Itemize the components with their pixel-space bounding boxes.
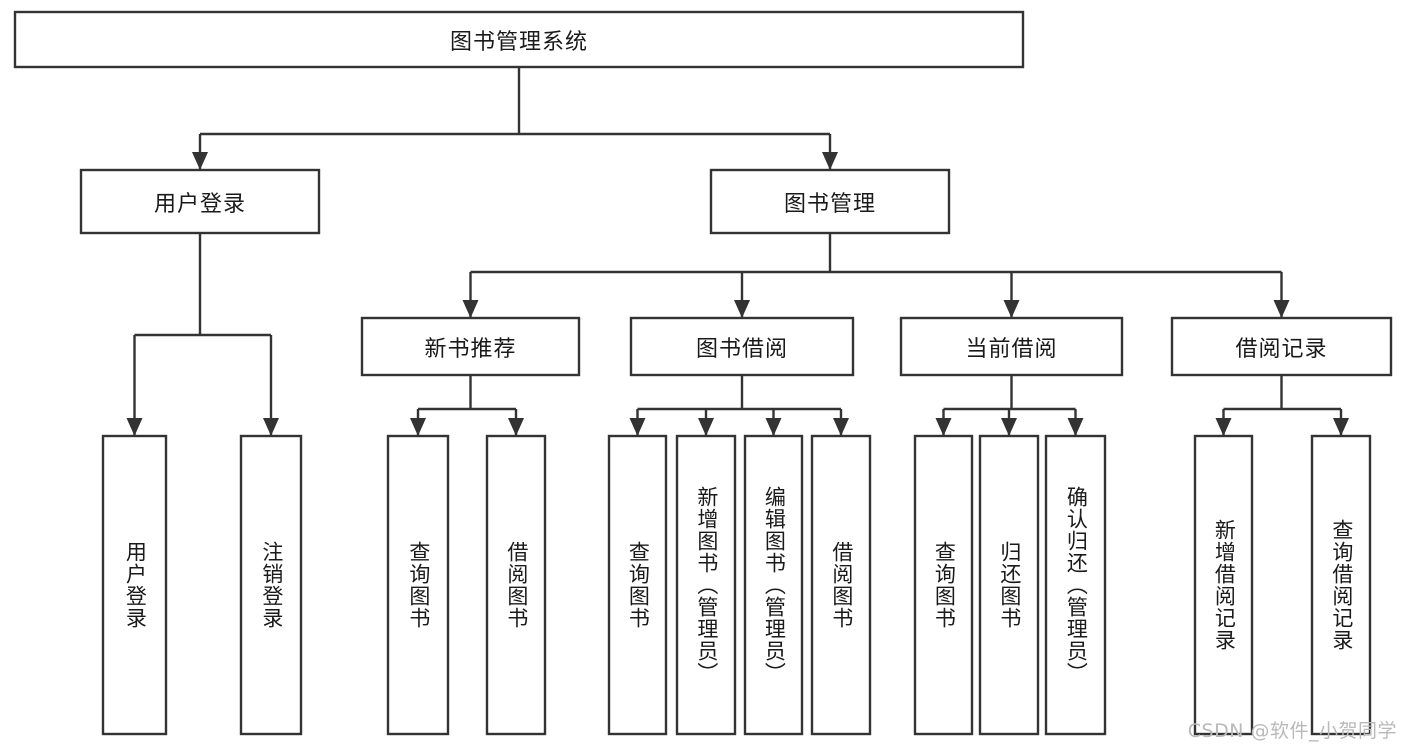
node-box-l3-newbook[interactable] [360, 316, 581, 377]
node-box-l4-user-login[interactable] [101, 434, 168, 736]
node-box-l4-user-logout[interactable] [239, 434, 303, 736]
arrow-head-icon [1333, 418, 1349, 436]
node-box-l4-new-query[interactable] [386, 434, 450, 736]
arrow-head-icon [263, 418, 279, 436]
node-box-l4-cur-confirm[interactable] [1044, 434, 1107, 736]
arrow-head-icon [629, 418, 646, 436]
arrow-head-icon [1067, 418, 1084, 436]
arrow-head-icon [833, 418, 849, 436]
node-box-l4-bor-edit[interactable] [743, 434, 804, 736]
arrow-head-icon [462, 300, 479, 318]
node-box-l4-rec-add[interactable] [1193, 434, 1254, 736]
boxes-layer [13, 10, 1393, 736]
node-box-l4-cur-query[interactable] [913, 434, 974, 736]
arrow-head-icon [1001, 418, 1017, 436]
arrow-head-icon [410, 418, 426, 436]
node-box-l4-new-borrow[interactable] [485, 434, 547, 736]
node-box-l2-user[interactable] [79, 168, 321, 235]
arrow-head-icon [698, 418, 714, 436]
node-box-l4-bor-take[interactable] [810, 434, 872, 736]
node-box-root[interactable] [13, 10, 1025, 69]
node-box-l2-book[interactable] [709, 168, 951, 235]
arrow-head-icon [192, 152, 208, 170]
node-box-l4-bor-add[interactable] [675, 434, 737, 736]
arrow-head-icon [508, 418, 524, 436]
node-box-l4-rec-query[interactable] [1310, 434, 1372, 736]
node-box-l3-current[interactable] [899, 316, 1124, 377]
edges-layer [126, 67, 1349, 436]
watermark-text: CSDN @软件_小贺同学 [1187, 720, 1397, 742]
arrow-head-icon [1003, 300, 1020, 318]
arrow-head-icon [734, 300, 750, 318]
arrow-head-icon [935, 418, 952, 436]
arrow-head-icon [1215, 418, 1232, 436]
arrow-head-icon [822, 152, 838, 170]
arrow-head-icon [126, 418, 143, 436]
node-box-l4-cur-return[interactable] [978, 434, 1040, 736]
node-box-l4-bor-query[interactable] [607, 434, 668, 736]
arrow-head-icon [1273, 300, 1290, 318]
node-box-l3-borrow[interactable] [629, 316, 855, 377]
arrow-head-icon [765, 418, 782, 436]
node-box-l3-record[interactable] [1170, 316, 1393, 377]
